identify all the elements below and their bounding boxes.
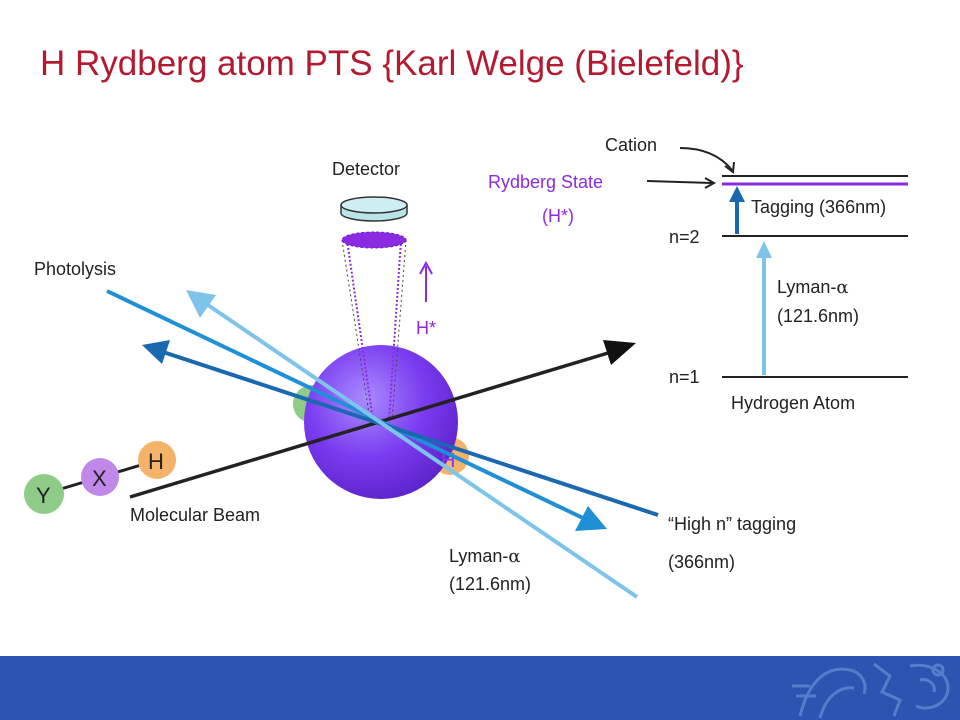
n2-label: n=2 [669, 227, 700, 247]
detector-active-area [341, 231, 407, 249]
photolysis-beam [106, 289, 586, 521]
tagging-transition-head [729, 186, 745, 202]
detector-cone [341, 239, 407, 421]
lyman-beam [203, 301, 639, 599]
photolysis-beam-arrowhead [575, 506, 607, 531]
h-star-arrow-head [419, 260, 433, 275]
rydberg-state-label: Rydberg State [488, 172, 603, 192]
atom-y-label: Y [36, 483, 51, 508]
atom-x: X [81, 458, 119, 496]
tagging-beam-arrowhead [142, 340, 170, 364]
cation-pointer-head [724, 161, 735, 174]
cation-pointer [679, 147, 733, 171]
atom-h-label: H [148, 449, 164, 474]
energy-lyman-text: Lyman- [777, 277, 836, 297]
lyman-transition-head [756, 241, 772, 258]
energy-lyman-wavelength: (121.6nm) [777, 306, 859, 326]
university-crest-logo [792, 662, 950, 719]
slide-title: H Rydberg atom PTS {Karl Welge (Bielefel… [40, 44, 744, 83]
lyman-beam-arrowhead [186, 290, 216, 318]
lyman-label: Lyman-α [449, 546, 521, 567]
tagging-beam [159, 349, 659, 517]
energy-level-diagram: Cation Rydberg State (H*) n=2 n=1 Taggin… [488, 135, 908, 413]
atom-h: H [138, 441, 176, 479]
photolysis-label: Photolysis [34, 259, 116, 279]
lyman-wavelength: (121.6nm) [449, 574, 531, 594]
lyman-label-text: Lyman- [449, 546, 508, 566]
rydberg-symbol-label: (H*) [542, 206, 574, 226]
n1-label: n=1 [669, 367, 700, 387]
high-n-label: “High n” tagging [668, 514, 796, 534]
footer-bar [0, 656, 960, 720]
energy-lyman-alpha: α [836, 277, 848, 298]
molecular-beam-label: Molecular Beam [130, 505, 260, 525]
high-n-wavelength: (366nm) [668, 552, 735, 572]
lyman-alpha-symbol: α [508, 546, 520, 567]
hydrogen-atom-label: Hydrogen Atom [731, 393, 855, 413]
atom-x-label: X [92, 466, 107, 491]
tagging-label: Tagging (366nm) [751, 197, 886, 217]
h-star-label: H* [416, 318, 436, 338]
photolysis-diagram: H Detector H* Molecular Beam Y [24, 135, 908, 599]
atom-y: Y [24, 474, 64, 514]
rydberg-pointer [646, 180, 713, 184]
detector-label: Detector [332, 159, 400, 179]
molecular-beam-arrowhead [603, 340, 636, 365]
energy-lyman-label: Lyman-α [777, 277, 849, 298]
rydberg-pointer-head [704, 177, 717, 189]
cation-label: Cation [605, 135, 657, 155]
detector-icon [340, 196, 408, 222]
